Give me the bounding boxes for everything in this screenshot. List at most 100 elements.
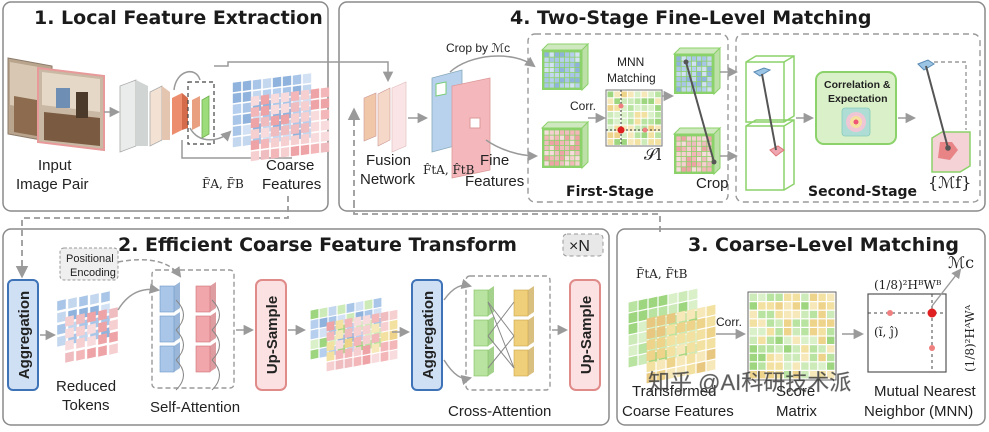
grid-cell [310, 110, 320, 121]
mnn-label-2: Neighbor (MNN) [864, 403, 973, 420]
aggregation-block-2[interactable]: Aggregation [411, 279, 443, 391]
patch-cell [549, 145, 554, 151]
grid-cell [242, 113, 252, 124]
grid-cell [696, 361, 706, 374]
patch-cell [702, 136, 707, 141]
patch-cell [681, 82, 686, 87]
upsample-block-2[interactable]: Up-Sample [569, 279, 601, 391]
patch-cell [676, 61, 681, 66]
patch-cell [691, 151, 697, 157]
grid-cell [686, 308, 696, 321]
grid-cell [335, 359, 344, 370]
patch-cell [564, 57, 570, 62]
grid-cell [628, 333, 638, 346]
patch-cell [554, 72, 560, 78]
patch-cell [564, 161, 570, 166]
patch-cell [686, 82, 692, 87]
crop-patch-top [745, 55, 795, 123]
grid-cell [109, 319, 118, 331]
grid-cell [260, 149, 270, 160]
patch-cell [696, 162, 702, 167]
fine-corr-cell [607, 139, 614, 145]
grid-cell [319, 317, 328, 328]
patch-cell [544, 52, 549, 57]
score-cell [775, 345, 783, 353]
score-cell [784, 319, 792, 327]
patch-cell [681, 141, 686, 146]
grid-cell [362, 344, 371, 355]
fine-corr-cell [614, 125, 621, 132]
fine-corr-cell [607, 132, 614, 139]
upsample-block-1[interactable]: Up-Sample [255, 279, 287, 391]
fine-corr-cell [614, 98, 621, 105]
grid-cell [242, 80, 252, 91]
patch-cell [702, 66, 707, 72]
section-2-title: 2. Efficient Coarse Feature Transform [118, 234, 517, 256]
grid-cell [319, 307, 328, 318]
patch-cell [554, 78, 560, 83]
patch-cell [686, 87, 692, 92]
score-cell [775, 319, 783, 327]
grid-cell [300, 111, 310, 123]
aggregation-block-1[interactable]: Aggregation [7, 279, 39, 391]
patch-side [713, 46, 721, 96]
coarse-features-math: F̃A, F̃B [202, 176, 244, 191]
grid-cell [232, 125, 242, 137]
patch-cell [681, 151, 686, 157]
patch-cell [554, 130, 560, 135]
patch-cell [564, 150, 570, 156]
grid-cell [696, 306, 706, 319]
patch-cell [681, 66, 686, 72]
grid-cell [706, 315, 716, 328]
transformed-label-1: Transformed [632, 383, 716, 400]
grid-cell [628, 300, 638, 313]
patch-cell [554, 83, 560, 88]
grid-cell [656, 347, 666, 360]
grid-cell [353, 316, 362, 327]
grid-cell [676, 310, 686, 323]
fine-corr-cell [655, 91, 661, 98]
score-cell [818, 371, 826, 379]
cross-link [487, 335, 515, 369]
score-cell [784, 345, 792, 353]
patch-cell [681, 146, 686, 152]
transformed-label-2: Coarse Features [622, 403, 734, 420]
patch-cell [570, 67, 575, 73]
grid-cell [87, 335, 96, 347]
fine-corr-cell [648, 98, 655, 105]
patch-cell [691, 162, 697, 167]
fine-corr-cell [655, 98, 661, 105]
mnn-label-2: Matching [607, 71, 656, 85]
attention-link [175, 359, 184, 391]
fusion-network [363, 81, 407, 153]
patch-side [581, 42, 589, 92]
grid-cell [628, 311, 638, 324]
patch-cell [564, 156, 570, 161]
patch-cell [702, 151, 707, 157]
positional-label-1: Positional [66, 253, 114, 265]
patch-cell [575, 150, 580, 156]
grid-cell [310, 349, 319, 360]
score-cell [792, 319, 800, 327]
score-cell [809, 336, 818, 344]
score-cell [758, 310, 766, 319]
grid-cell [68, 297, 77, 309]
grid-cell [638, 353, 648, 366]
token-side [210, 342, 216, 372]
score-label-1: Score [776, 383, 815, 400]
grid-cell [252, 79, 262, 90]
grid-cell [656, 336, 666, 349]
grid-cell [666, 323, 676, 336]
patch-cell [686, 162, 692, 167]
patch-cell [559, 52, 565, 57]
fine-corr-cell [634, 118, 641, 125]
transformed-coarse-features [628, 288, 716, 384]
grid-cell [98, 333, 107, 345]
patch-cell [570, 78, 575, 83]
patch-cell [575, 72, 580, 78]
patch-cell [696, 76, 702, 82]
patch-cell [575, 130, 580, 135]
score-cell [766, 328, 775, 336]
patch-top [540, 121, 590, 129]
